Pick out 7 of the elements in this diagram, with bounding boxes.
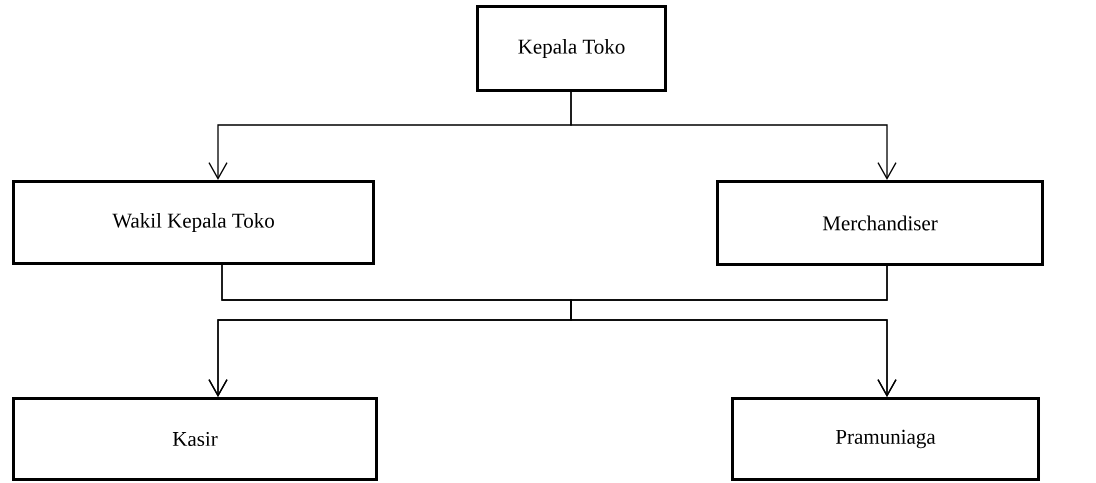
arrow: [570, 265, 897, 397]
org-box: Kepala Toko: [476, 5, 667, 92]
org-box: Merchandiser: [716, 180, 1044, 266]
org-box: Pramuniaga: [731, 397, 1040, 481]
org-box: Kasir: [12, 397, 378, 481]
arrow: [570, 91, 897, 180]
org-box: Wakil Kepala Toko: [12, 180, 375, 265]
